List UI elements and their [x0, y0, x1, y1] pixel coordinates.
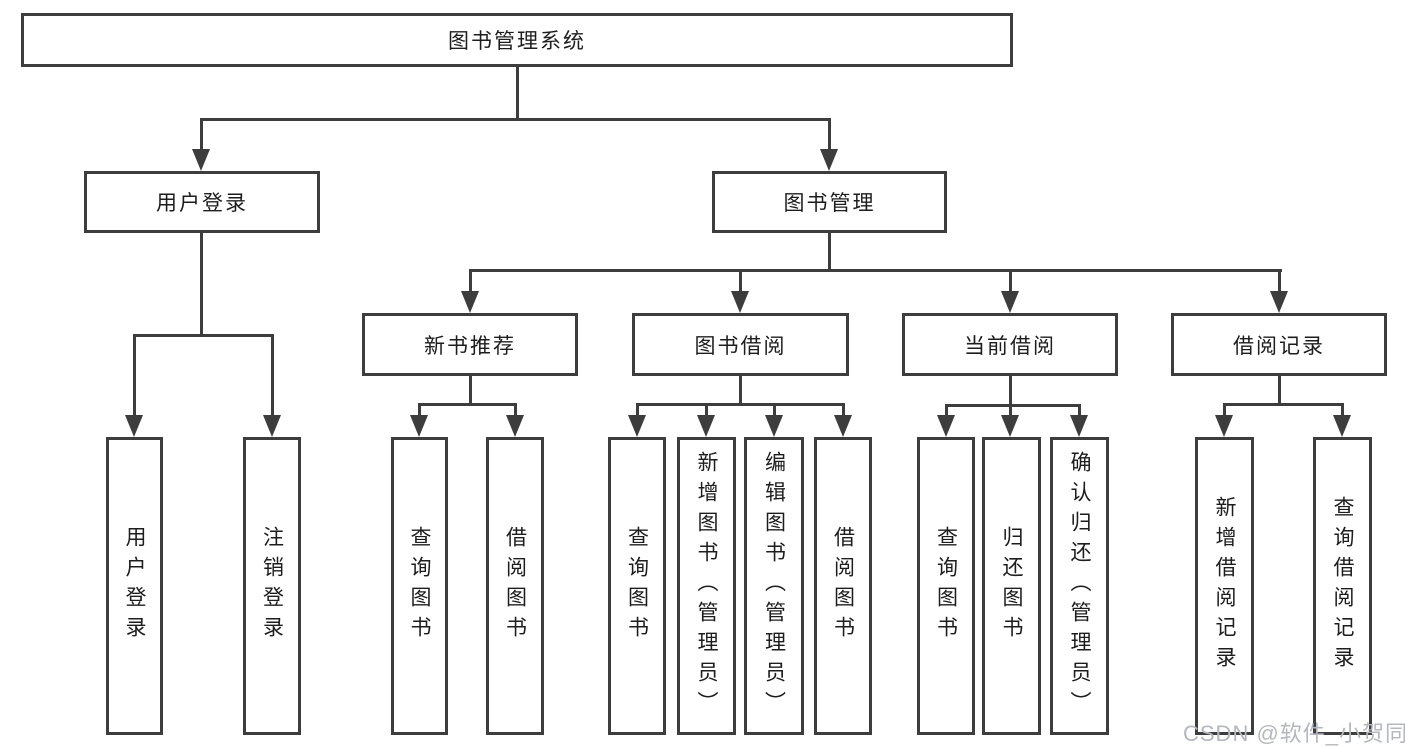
- leaf-query-borrowing-record: 查询借阅记录: [1313, 437, 1372, 735]
- connector-line: [514, 403, 517, 419]
- connector-line: [469, 376, 472, 406]
- connector-line: [1278, 376, 1281, 406]
- leaf-logout: 注销登录: [243, 437, 301, 735]
- connector-line: [636, 403, 845, 406]
- leaf-add-borrowing-record: 新增借阅记录: [1195, 437, 1254, 735]
- arrow-down-icon: [263, 415, 281, 437]
- arrow-down-icon: [1215, 415, 1233, 437]
- leaf-query-books-recommend: 查询图书: [391, 437, 448, 735]
- arrow-down-icon: [125, 415, 143, 437]
- connector-line: [200, 118, 203, 156]
- arrow-down-icon: [1001, 415, 1019, 437]
- arrow-down-icon: [506, 415, 524, 437]
- connector-line: [828, 118, 831, 156]
- arrow-down-icon: [1270, 291, 1288, 313]
- csdn-watermark: CSDN @软件_小贺同学: [1183, 721, 1405, 746]
- leaf-return-books: 归还图书: [982, 437, 1041, 735]
- connector-line: [469, 269, 1282, 272]
- connector-line: [1223, 403, 1344, 406]
- connector-line: [1009, 269, 1012, 295]
- leaf-query-books-current: 查询图书: [917, 437, 975, 735]
- connector-line: [828, 233, 831, 272]
- arrow-down-icon: [192, 149, 210, 171]
- connector-line: [271, 334, 274, 420]
- arrow-down-icon: [765, 415, 783, 437]
- connector-line: [200, 118, 831, 121]
- node-user-login: 用户登录: [84, 171, 320, 233]
- connector-line: [1341, 403, 1344, 419]
- connector-line: [945, 404, 948, 419]
- arrow-down-icon: [1001, 291, 1019, 313]
- connector-line: [516, 67, 519, 120]
- connector-line: [1009, 376, 1012, 407]
- arrow-down-icon: [1333, 415, 1351, 437]
- connector-line: [705, 403, 708, 419]
- arrow-down-icon: [461, 291, 479, 313]
- connector-line: [1278, 269, 1281, 295]
- connector-line: [773, 403, 776, 419]
- connector-line: [1223, 403, 1226, 419]
- connector-line: [1078, 404, 1081, 419]
- arrow-down-icon: [820, 149, 838, 171]
- connector-line: [469, 269, 472, 295]
- connector-line: [739, 269, 742, 295]
- connector-line: [133, 334, 136, 420]
- node-book-management: 图书管理: [712, 171, 947, 233]
- arrow-down-icon: [834, 415, 852, 437]
- arrow-down-icon: [410, 415, 428, 437]
- node-book-borrowing: 图书借阅: [632, 313, 849, 376]
- connector-line: [133, 334, 273, 337]
- leaf-add-books-admin: 新增图书（管理员）: [677, 437, 736, 735]
- arrow-down-icon: [628, 415, 646, 437]
- connector-line: [842, 403, 845, 419]
- connector-line: [200, 233, 203, 336]
- connector-line: [945, 404, 1081, 407]
- node-library-management-system: 图书管理系统: [21, 13, 1013, 67]
- leaf-query-books-borrowing: 查询图书: [608, 437, 666, 735]
- leaf-user-login: 用户登录: [106, 437, 163, 735]
- leaf-borrow-books-recommend: 借阅图书: [486, 437, 544, 735]
- arrow-down-icon: [1070, 415, 1088, 437]
- leaf-confirm-return-admin: 确认归还（管理员）: [1050, 437, 1109, 735]
- connector-line: [739, 376, 742, 406]
- connector-line: [1009, 404, 1012, 419]
- node-new-book-recommendation: 新书推荐: [362, 313, 578, 376]
- leaf-borrow-books: 借阅图书: [814, 437, 872, 735]
- connector-line: [636, 403, 639, 419]
- node-current-borrowing: 当前借阅: [902, 313, 1118, 376]
- leaf-edit-books-admin: 编辑图书（管理员）: [744, 437, 804, 735]
- connector-line: [418, 403, 421, 419]
- arrow-down-icon: [731, 291, 749, 313]
- arrow-down-icon: [697, 415, 715, 437]
- connector-line: [418, 403, 517, 406]
- arrow-down-icon: [937, 415, 955, 437]
- node-borrowing-records: 借阅记录: [1171, 313, 1387, 376]
